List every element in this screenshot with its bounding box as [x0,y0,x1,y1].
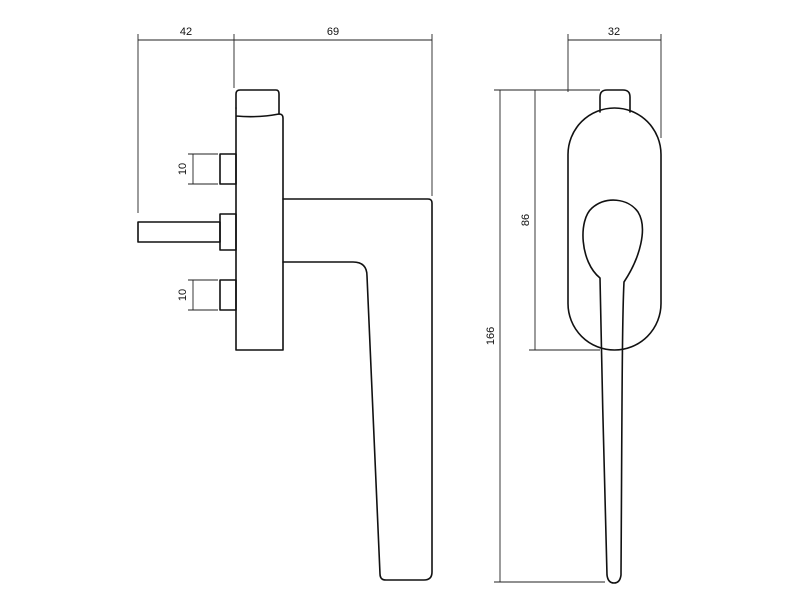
dim-handle-projection-label: 69 [327,26,339,38]
handle-lever-side [282,198,433,581]
upper-screw-boss [219,153,237,185]
dim-screw-upper-label: 10 [177,163,189,175]
dim-rose-width-label: 32 [608,26,620,38]
front-rose [567,107,662,351]
rose-top-tab [235,89,280,115]
dim-total-height-label: 166 [485,327,497,345]
spindle-collar [219,213,237,251]
dim-screw-lower-label: 10 [177,289,189,301]
front-top-tab [599,89,631,113]
handle-lever-front [582,199,644,584]
lower-screw-boss [219,279,237,311]
dim-rose-height-label: 86 [520,214,532,226]
front-view: 32 86 166 [485,26,662,584]
spindle [137,221,221,243]
side-view: 42 69 10 10 [137,26,433,581]
dim-backset-label: 42 [180,26,192,38]
rose-plate [235,107,284,351]
